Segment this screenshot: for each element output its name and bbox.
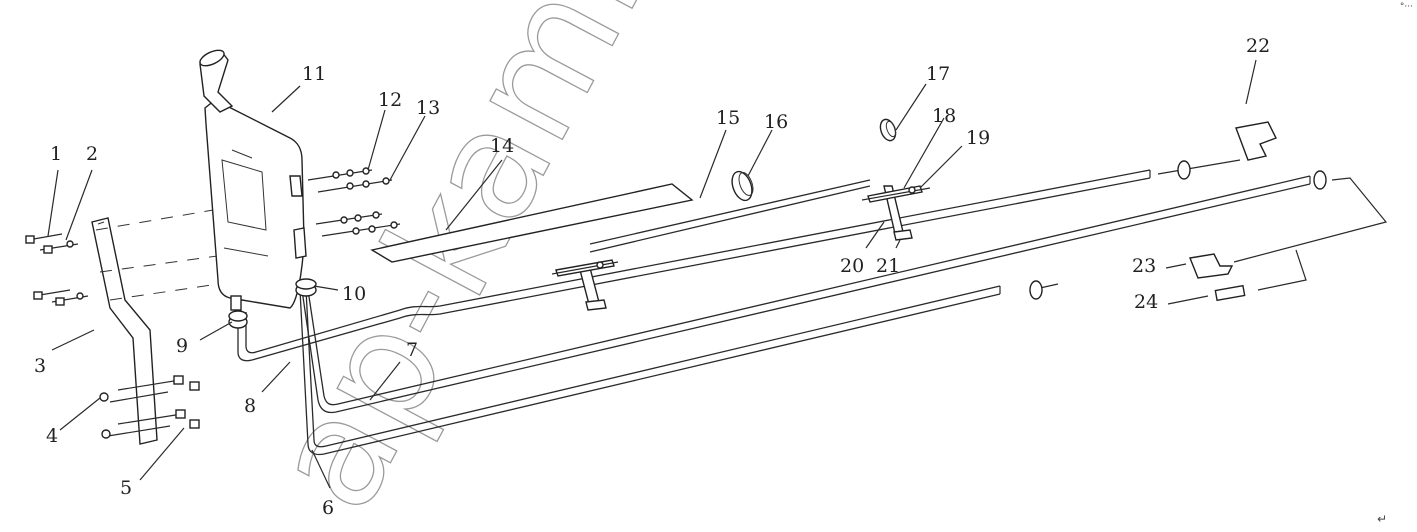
callout-15: 15	[716, 107, 740, 129]
callout-5: 5	[120, 477, 132, 499]
callout-14: 14	[490, 135, 514, 157]
callout-labels: 1 2 3 4 5 6 7 8 9 10 11 12 13 14 15 16 1…	[34, 35, 1270, 519]
callout-11: 11	[302, 63, 326, 85]
callout-13: 13	[416, 97, 440, 119]
callout-7: 7	[406, 339, 418, 361]
clamp-9	[228, 310, 248, 329]
fitting-24	[1214, 284, 1246, 302]
bolt-group-upper	[25, 233, 89, 306]
callout-19: 19	[966, 127, 990, 149]
hose-clamp-16	[731, 170, 754, 202]
corner-mark: °···	[1399, 2, 1413, 12]
end-fitting-lower	[1029, 280, 1043, 300]
callout-20: 20	[840, 255, 864, 277]
pipe-line-6	[299, 283, 1059, 456]
leader-lines	[47, 59, 1257, 489]
pipe-line-8-upper	[237, 159, 1241, 362]
bolt-group-lower	[99, 375, 200, 439]
callout-10: 10	[342, 283, 366, 305]
end-fitting-middle	[1313, 170, 1327, 190]
return-mark: ↵	[1376, 512, 1387, 526]
pipe-line-7	[301, 175, 1311, 414]
pipe-line-15	[589, 179, 871, 253]
fitting-23	[1189, 253, 1234, 279]
strap-plate	[370, 183, 694, 263]
callout-6: 6	[322, 497, 334, 519]
callout-18: 18	[932, 105, 956, 127]
callout-21: 21	[876, 255, 900, 277]
callout-4: 4	[46, 425, 58, 447]
callout-1: 1	[50, 143, 62, 165]
callout-16: 16	[764, 111, 788, 133]
pipe-bracket-left	[551, 259, 619, 311]
fitting-22	[1235, 121, 1277, 161]
end-fitting-upper	[1177, 160, 1191, 180]
hose-clamp-17	[879, 118, 897, 142]
callout-22: 22	[1246, 35, 1270, 57]
reservoir-tank	[199, 49, 307, 311]
callout-9: 9	[176, 335, 188, 357]
callout-24: 24	[1134, 291, 1158, 313]
callout-3: 3	[34, 355, 46, 377]
bracket-assembly	[25, 207, 226, 445]
pipe-bracket-right	[861, 185, 931, 241]
bolt-group-12-13	[307, 167, 401, 237]
callout-2: 2	[86, 143, 98, 165]
callout-12: 12	[378, 89, 402, 111]
clamp-10	[295, 278, 317, 297]
callout-23: 23	[1132, 255, 1156, 277]
callout-17: 17	[926, 63, 950, 85]
callout-8: 8	[244, 395, 256, 417]
